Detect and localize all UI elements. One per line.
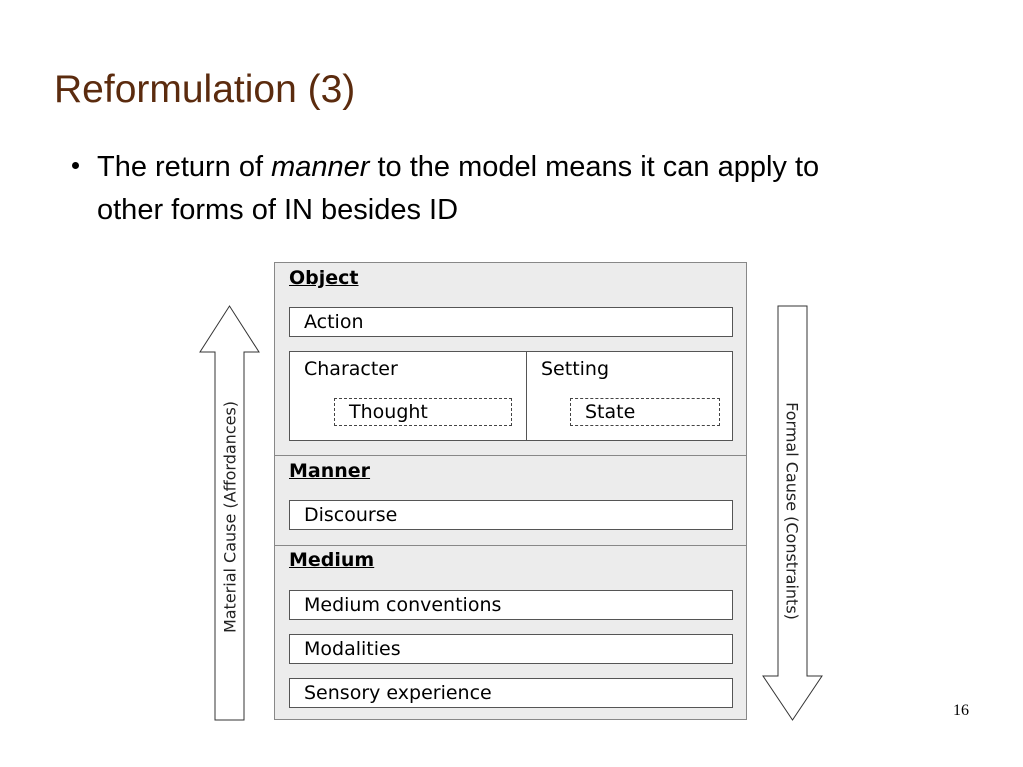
slide-title: Reformulation (3) bbox=[54, 68, 356, 111]
split-divider bbox=[526, 352, 527, 440]
thought-box: Thought bbox=[334, 398, 512, 426]
bullet-text-after: to the model means it can apply to other… bbox=[97, 151, 820, 226]
material-cause-label: Material Cause (Affordances) bbox=[220, 400, 240, 634]
bullet-text: The return of manner to the model means … bbox=[97, 146, 887, 232]
up-arrow-shape bbox=[199, 305, 260, 721]
sensory-experience-box: Sensory experience bbox=[289, 678, 733, 708]
manner-heading: Manner bbox=[289, 460, 371, 482]
page-number: 16 bbox=[953, 702, 969, 719]
modalities-box: Modalities bbox=[289, 634, 733, 664]
state-box: State bbox=[570, 398, 720, 426]
object-heading: Object bbox=[289, 267, 359, 289]
action-box: Action bbox=[289, 307, 733, 337]
bullet-text-before: The return of bbox=[97, 151, 272, 183]
bullet-emphasis: manner bbox=[271, 151, 370, 183]
medium-conventions-box: Medium conventions bbox=[289, 590, 733, 620]
discourse-box: Discourse bbox=[289, 500, 733, 530]
character-label: Character bbox=[304, 358, 398, 380]
narrative-model-diagram: Object Action Character Thought Setting … bbox=[274, 262, 747, 720]
medium-section: Medium Medium conventions Modalities Sen… bbox=[275, 545, 746, 719]
bullet-dot bbox=[72, 162, 79, 169]
down-arrow-shape bbox=[762, 305, 823, 721]
character-setting-box: Character Thought Setting State bbox=[289, 351, 733, 441]
manner-section: Manner Discourse bbox=[275, 455, 746, 545]
setting-label: Setting bbox=[541, 358, 610, 380]
formal-cause-label: Formal Cause (Constraints) bbox=[782, 402, 802, 620]
object-section: Object Action Character Thought Setting … bbox=[275, 263, 746, 455]
medium-heading: Medium bbox=[289, 549, 375, 571]
